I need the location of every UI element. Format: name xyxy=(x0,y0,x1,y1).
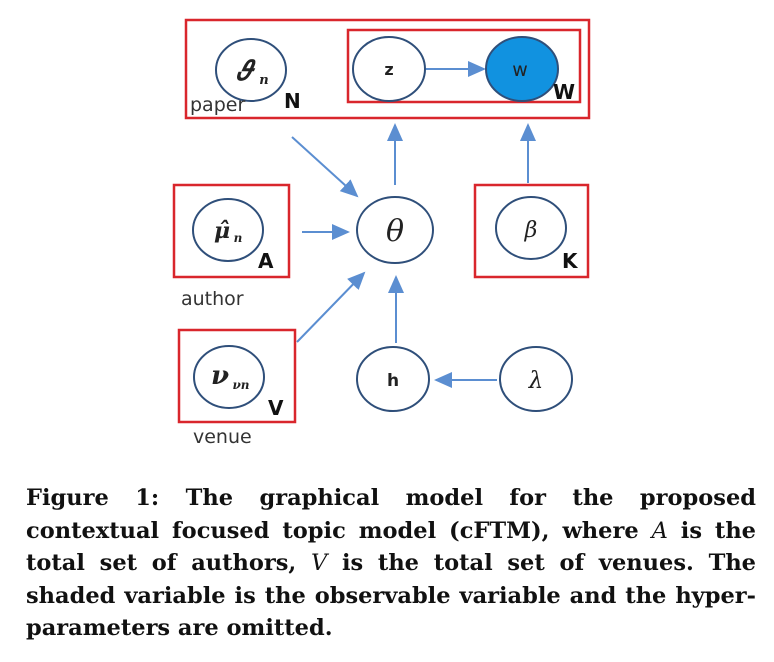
node-nu-subscript: νn xyxy=(232,378,249,392)
node-theta: θ xyxy=(356,196,434,264)
node-mu-hat: μ̂ n xyxy=(192,198,264,262)
node-w-label: w xyxy=(512,59,528,81)
node-theta-n: 𝜗 n xyxy=(215,38,287,102)
plate-topic xyxy=(473,183,590,279)
caption-part-2: is the total set of authors, xyxy=(26,517,756,577)
node-theta-n-label: 𝜗 xyxy=(236,54,256,87)
plate-author xyxy=(172,183,291,279)
caption-part-3: is the total set of venues. The shaded v… xyxy=(26,550,756,642)
plate-paper xyxy=(184,18,591,120)
node-theta-label: θ xyxy=(386,214,404,249)
plate-topic-count: K xyxy=(562,249,579,273)
caption-var-a: A xyxy=(651,517,668,544)
node-z: z xyxy=(352,36,426,102)
node-mu-hat-label: μ̂ xyxy=(214,218,230,244)
figure-caption: Figure 1: The graphical model for the pr… xyxy=(26,482,756,645)
node-beta-label: β xyxy=(524,218,538,243)
node-mu-hat-subscript: n xyxy=(234,231,243,245)
node-beta: β xyxy=(495,196,567,260)
node-h: h xyxy=(356,346,430,412)
group-label-author: author xyxy=(181,288,244,310)
plate-author-count: A xyxy=(258,249,274,273)
arrow-nu-to-theta xyxy=(296,271,366,343)
caption-part-1: Figure 1: The graphical model for the pr… xyxy=(26,485,756,544)
node-h-label: h xyxy=(387,371,399,391)
group-label-venue: venue xyxy=(193,426,252,448)
node-nu-label: ν xyxy=(211,361,229,391)
node-lambda: λ xyxy=(499,346,573,412)
plate-words-count: W xyxy=(553,80,575,104)
plate-paper-count: N xyxy=(284,89,301,113)
node-w-observed: w xyxy=(485,36,559,102)
node-z-label: z xyxy=(384,60,393,79)
plate-words xyxy=(346,28,582,104)
plate-venue-count: V xyxy=(268,396,284,420)
caption-var-v: V xyxy=(310,550,328,577)
arrow-thetan-to-theta xyxy=(291,136,359,198)
node-theta-n-subscript: n xyxy=(259,73,268,88)
group-label-paper: paper xyxy=(190,94,245,116)
graphical-model-diagram: 𝜗 n z w μ̂ n θ β ν νn h λ N W A K V xyxy=(172,18,591,448)
plate-venue xyxy=(177,328,297,424)
node-lambda-label: λ xyxy=(528,368,544,394)
node-nu: ν νn xyxy=(193,345,265,409)
